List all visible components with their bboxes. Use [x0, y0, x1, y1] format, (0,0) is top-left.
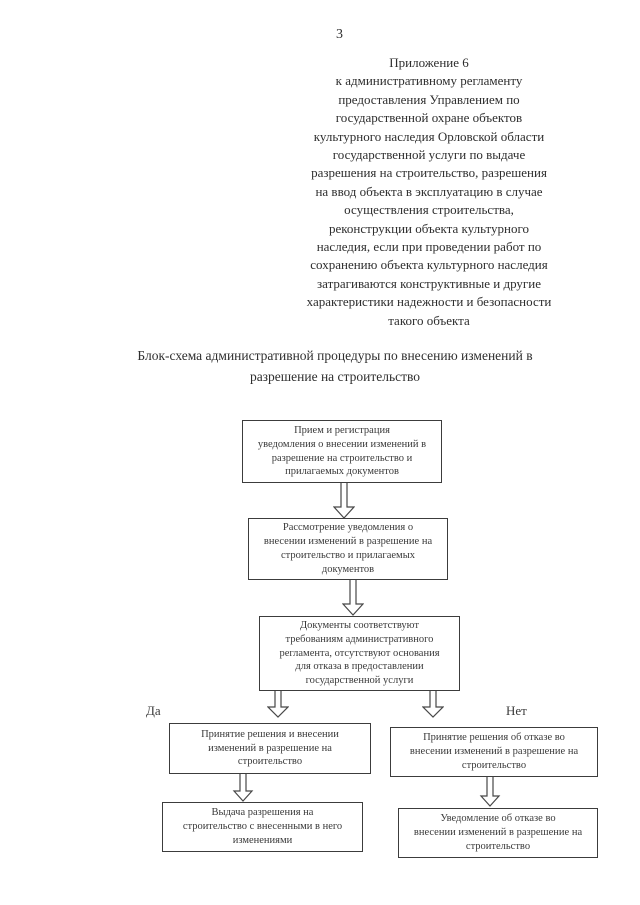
branch-label-yes: Да [146, 703, 161, 718]
flow-box-reception: Прием и регистрация уведомления о внесен… [242, 420, 442, 483]
flow-box-refusal-notice: Уведомление об отказе во внесении измене… [398, 808, 598, 858]
flow-box-decision-condition: Документы соответствуют требованиям адми… [259, 616, 460, 691]
appendix-header: Приложение 6 к административному регламе… [306, 55, 552, 328]
flow-box-issue: Выдача разрешения на строительство с вне… [162, 802, 363, 852]
arrow-down-icon [479, 777, 501, 807]
arrow-down-icon [342, 580, 364, 616]
arrow-down-icon [333, 483, 355, 519]
branch-label-no: Нет [506, 703, 527, 718]
arrow-down-icon [267, 691, 289, 718]
arrow-down-icon [422, 691, 444, 718]
arrow-down-icon [232, 774, 254, 802]
diagram-title: Блок-схема административной процедуры по… [137, 348, 533, 384]
flow-box-refuse: Принятие решения об отказе во внесении и… [390, 727, 598, 777]
page-number: 3 [336, 27, 343, 42]
flow-box-approve: Принятие решения и внесении изменений в … [169, 723, 371, 774]
flow-box-review: Рассмотрение уведомления о внесении изме… [248, 518, 448, 580]
